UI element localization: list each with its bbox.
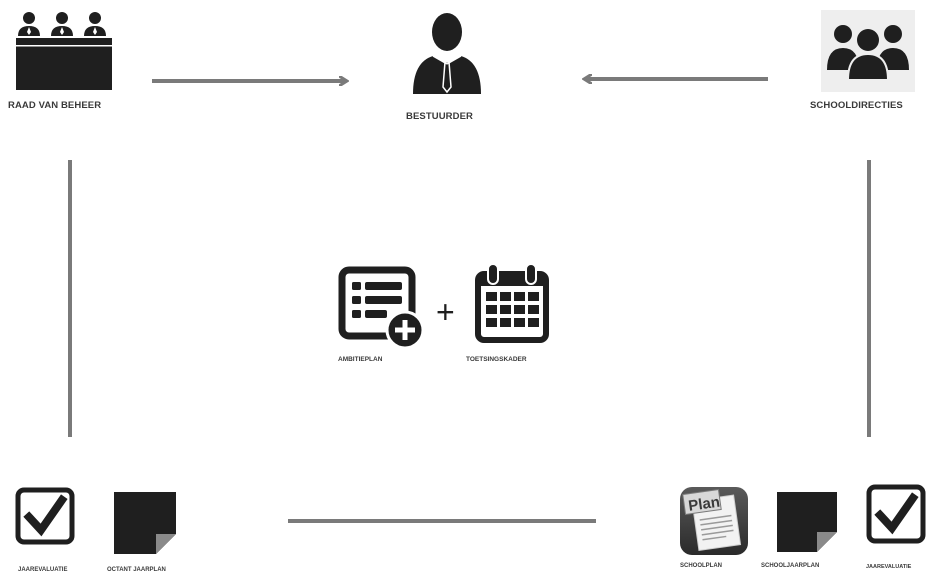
plan-icon-text: Plan [687, 494, 721, 515]
jaarevaluatie-left-label: JAAREVALUATIE [18, 567, 68, 573]
list-add-icon [338, 266, 425, 350]
board-meeting-icon [16, 12, 112, 90]
jaarevaluatie-right-label: JAAREVALUATIE [866, 564, 912, 570]
schooldirecties-label: SCHOOLDIRECTIES [810, 100, 903, 111]
plus-sign: + [436, 294, 455, 330]
schooljaarplan-label: SCHOOLJAARPLAN [761, 563, 820, 569]
checkbox-checked-icon [15, 487, 75, 545]
ambitieplan-label: AMBITIEPLAN [338, 356, 383, 363]
checkbox-checked-icon [866, 484, 926, 544]
toetsingskader-label: TOETSINGSKADER [466, 356, 527, 363]
businessman-icon [413, 13, 481, 94]
plan-document-icon: Plan [680, 487, 748, 555]
octant-jaarplan-label: OCTANT JAARPLAN [107, 567, 166, 573]
calendar-icon [475, 263, 549, 343]
group-people-icon [827, 25, 909, 81]
bestuurder-label: BESTUURDER [406, 111, 473, 122]
sticky-note-icon [777, 492, 837, 552]
schoolplan-label: SCHOOLPLAN [680, 563, 722, 569]
raad-van-beheer-label: RAAD VAN BEHEER [8, 100, 102, 111]
sticky-note-icon [114, 492, 176, 554]
